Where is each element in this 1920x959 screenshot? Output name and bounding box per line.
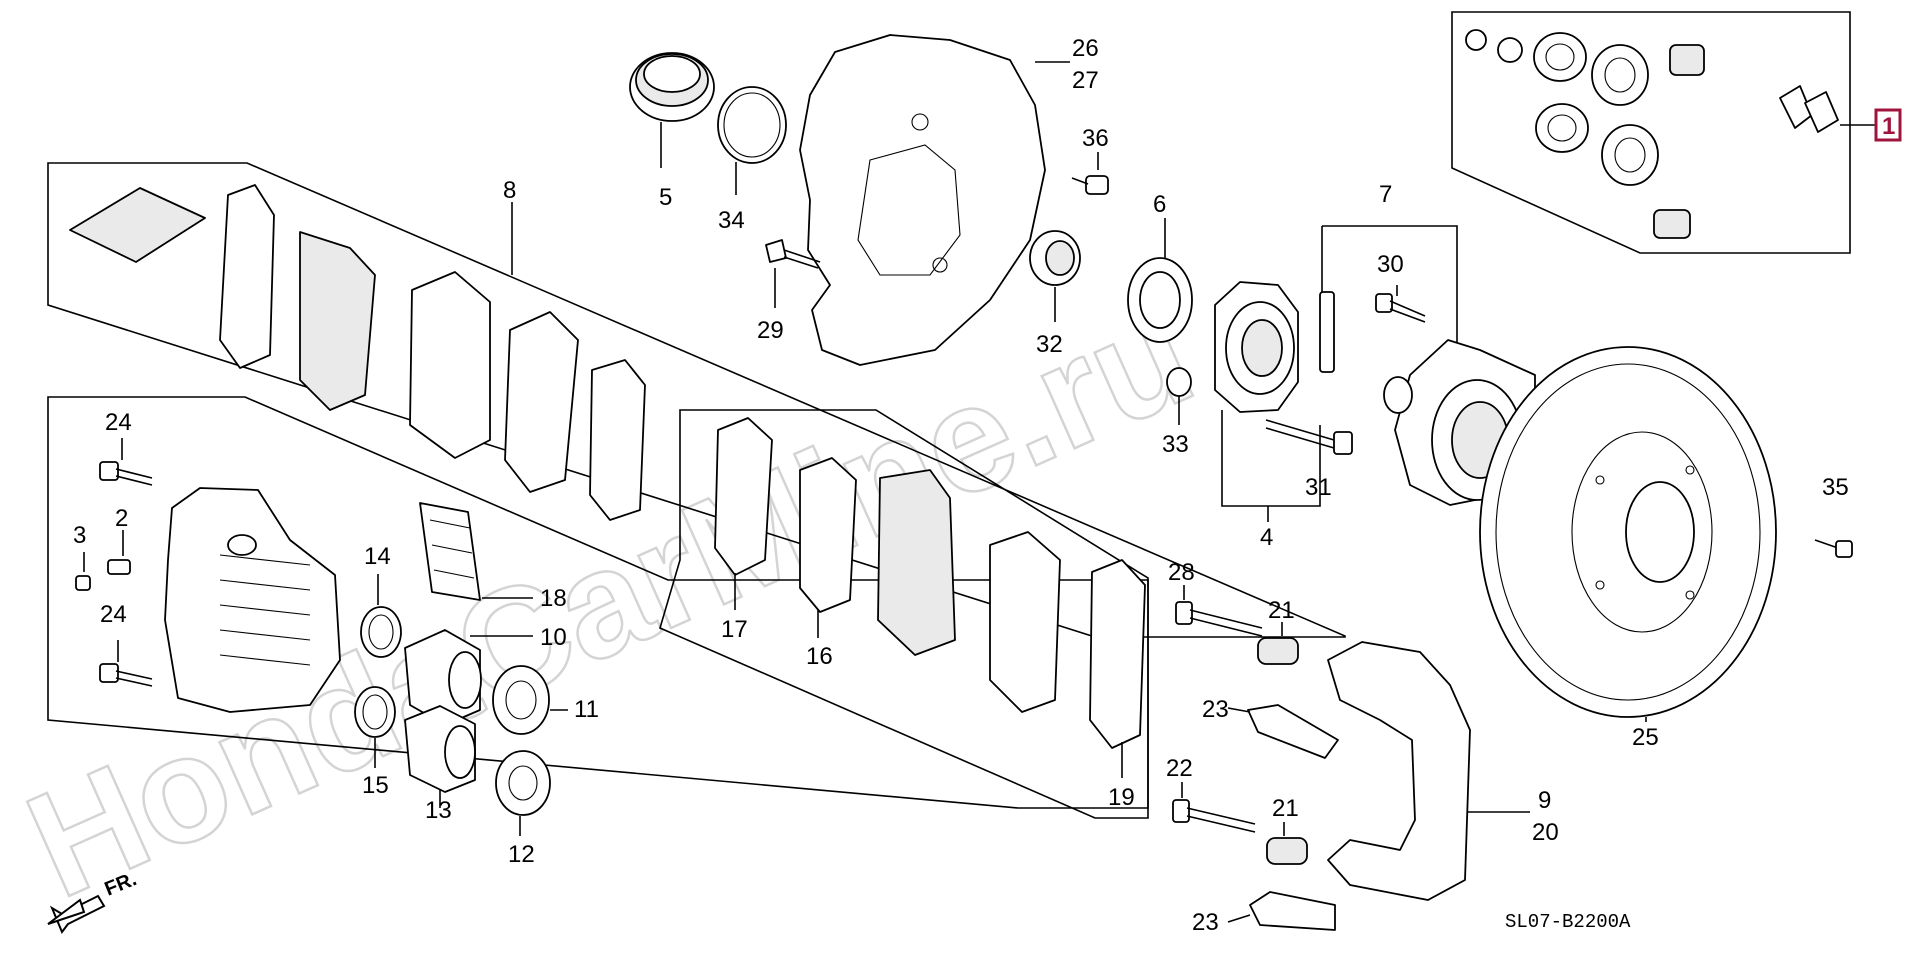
- bleeder-2[interactable]: [107, 530, 131, 575]
- callout-4[interactable]: 4: [1260, 524, 1273, 551]
- screw-36[interactable]: [1071, 152, 1109, 195]
- pad-retainer-23-bottom[interactable]: [1227, 891, 1336, 931]
- hub-bearing-4[interactable]: [1214, 281, 1299, 413]
- callout-33[interactable]: 33: [1162, 431, 1189, 458]
- callout-19[interactable]: 19: [1108, 784, 1135, 811]
- callout-1-box[interactable]: [1874, 108, 1902, 142]
- callout-1[interactable]: 1: [1882, 113, 1895, 140]
- caliper-bracket-9-20[interactable]: [1327, 641, 1530, 901]
- grease-packet[interactable]: [69, 187, 206, 263]
- shim-pair-a[interactable]: [219, 184, 376, 411]
- pad-pair-a[interactable]: [409, 271, 646, 521]
- piston-seal-14[interactable]: [360, 574, 402, 658]
- diagram-code: SL07-B2200A: [1505, 911, 1631, 933]
- piston-10[interactable]: [404, 629, 533, 726]
- piston-boot-12[interactable]: [495, 750, 551, 836]
- seal-kit-1[interactable]: [1465, 29, 1875, 239]
- leader-4-frame: [1221, 410, 1321, 507]
- callout-12[interactable]: 12: [508, 841, 535, 868]
- callout-22[interactable]: 22: [1166, 755, 1193, 782]
- screw-35[interactable]: [1814, 539, 1853, 558]
- piston-seal-15[interactable]: [354, 686, 396, 768]
- callout-8[interactable]: 8: [503, 177, 516, 204]
- callout-13[interactable]: 13: [425, 797, 452, 824]
- callout-3[interactable]: 3: [73, 522, 86, 549]
- pad-retainer-23-top[interactable]: [1227, 704, 1339, 759]
- bolt-30[interactable]: [1375, 285, 1426, 323]
- callout-2[interactable]: 2: [115, 505, 128, 532]
- callout-25[interactable]: 25: [1632, 724, 1659, 751]
- shim-19[interactable]: [1089, 559, 1146, 778]
- callout-20[interactable]: 20: [1532, 819, 1559, 846]
- piston-boot-11[interactable]: [492, 665, 568, 735]
- callout-21-top[interactable]: 21: [1268, 597, 1295, 624]
- spindle-nut-32[interactable]: [1029, 230, 1081, 322]
- callout-30[interactable]: 30: [1377, 251, 1404, 278]
- splash-guard-26-27[interactable]: [799, 34, 1070, 366]
- callout-26[interactable]: 26: [1072, 35, 1099, 62]
- callout-11[interactable]: 11: [574, 696, 599, 723]
- callout-27[interactable]: 27: [1072, 67, 1099, 94]
- seal-kit-frame-1: [1451, 11, 1851, 254]
- shim-17[interactable]: [714, 417, 773, 610]
- pad-pair-b[interactable]: [877, 469, 1061, 713]
- callout-32[interactable]: 32: [1036, 331, 1063, 358]
- pin-boot-21-bottom[interactable]: [1266, 822, 1308, 865]
- cap-3[interactable]: [75, 552, 91, 591]
- callout-35[interactable]: 35: [1822, 474, 1849, 501]
- callout-24-top[interactable]: 24: [105, 409, 132, 436]
- piston-13[interactable]: [404, 705, 476, 808]
- dust-cover-5[interactable]: [629, 52, 715, 168]
- callout-29[interactable]: 29: [757, 317, 784, 344]
- bolt-31[interactable]: [1265, 419, 1353, 455]
- spring-18[interactable]: [419, 502, 533, 601]
- callout-18[interactable]: 18: [540, 585, 567, 612]
- front-direction-arrow: FR.: [47, 868, 140, 934]
- pad-set-frame-8: [47, 162, 1346, 638]
- callout-9[interactable]: 9: [1538, 787, 1551, 814]
- callout-16[interactable]: 16: [806, 643, 833, 670]
- callout-23-bottom[interactable]: 23: [1192, 909, 1219, 936]
- pin-boot-21-top[interactable]: [1257, 622, 1299, 665]
- pad-set-frame-inner: [659, 409, 1149, 819]
- bolt-24-top[interactable]: [99, 438, 153, 486]
- brake-disc-25[interactable]: [1479, 346, 1777, 722]
- callout-15[interactable]: 15: [362, 772, 389, 799]
- callout-7[interactable]: 7: [1379, 181, 1392, 208]
- callout-31[interactable]: 31: [1305, 474, 1332, 501]
- callout-10[interactable]: 10: [540, 624, 567, 651]
- callout-36[interactable]: 36: [1082, 125, 1109, 152]
- nut-33[interactable]: [1166, 367, 1192, 425]
- bolt-24-bottom[interactable]: [99, 640, 153, 687]
- callout-6[interactable]: 6: [1153, 191, 1166, 218]
- callout-17[interactable]: 17: [721, 616, 748, 643]
- pin-bolt-22[interactable]: [1172, 782, 1256, 833]
- bolt-29[interactable]: [765, 239, 821, 308]
- pin-bolt-28[interactable]: [1175, 585, 1263, 637]
- callout-24-bottom[interactable]: 24: [100, 601, 127, 628]
- pin-7[interactable]: [1319, 291, 1335, 373]
- callout-5[interactable]: 5: [659, 184, 672, 211]
- shim-16[interactable]: [799, 457, 857, 638]
- callout-34[interactable]: 34: [718, 207, 745, 234]
- leader-7-frame: [1322, 225, 1458, 355]
- callout-23-top[interactable]: 23: [1202, 696, 1229, 723]
- snap-ring-34[interactable]: [717, 86, 787, 195]
- pulser-ring-6[interactable]: [1127, 218, 1193, 343]
- callout-21-bottom[interactable]: 21: [1272, 795, 1299, 822]
- callout-14[interactable]: 14: [364, 543, 391, 570]
- callout-28[interactable]: 28: [1168, 559, 1195, 586]
- caliper-body[interactable]: [164, 487, 341, 713]
